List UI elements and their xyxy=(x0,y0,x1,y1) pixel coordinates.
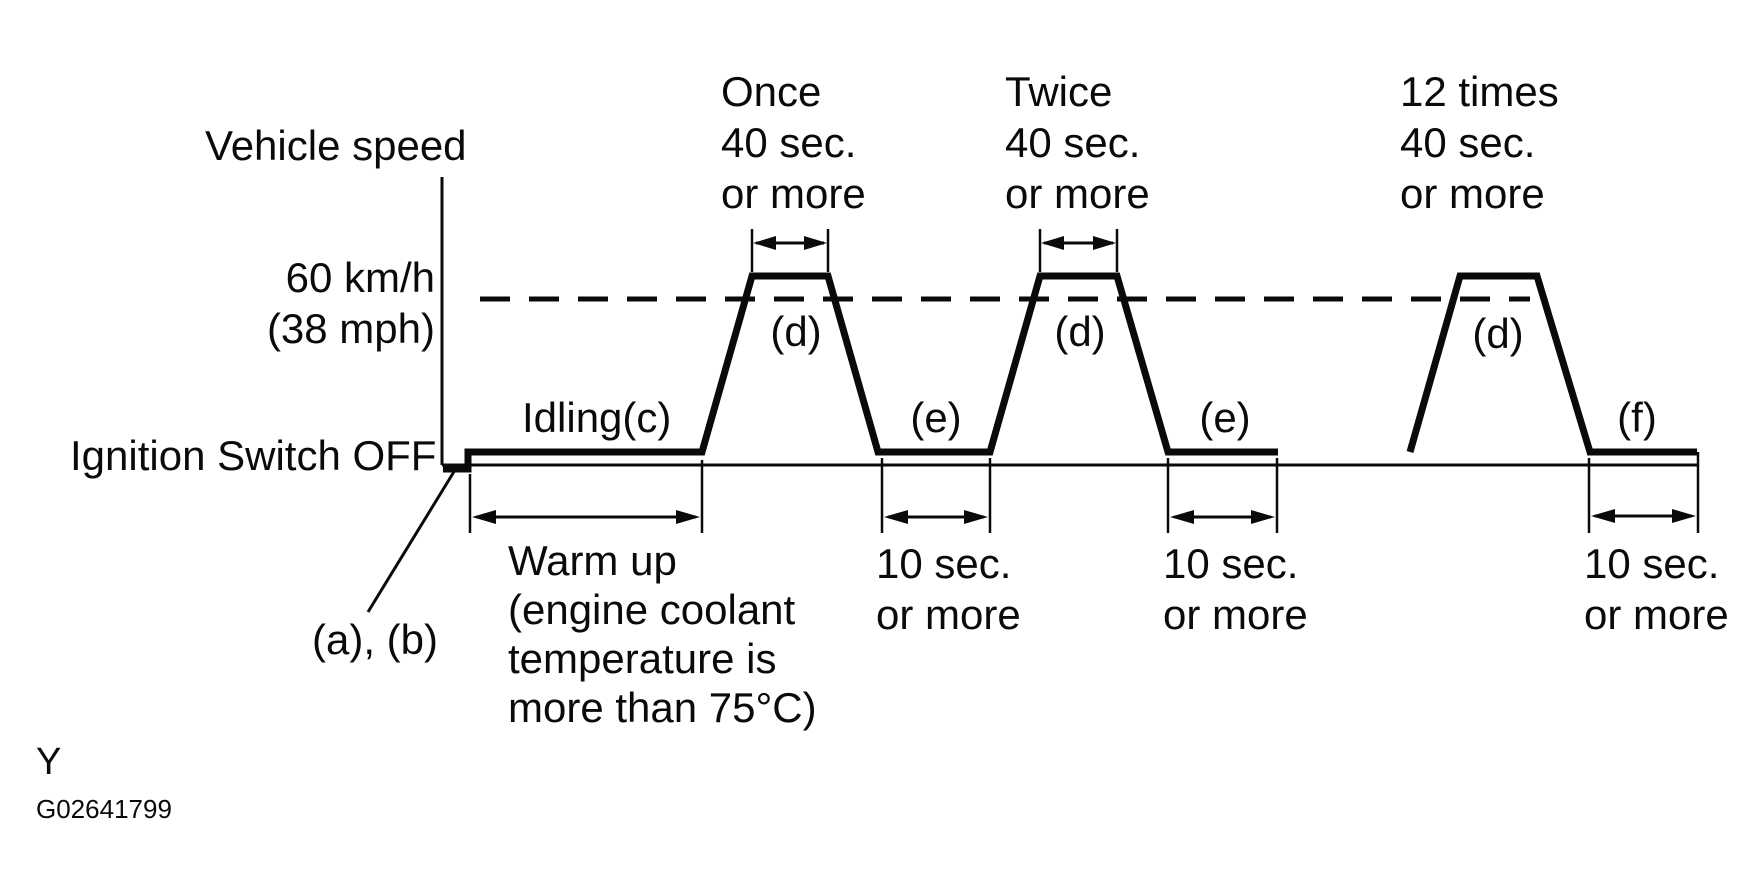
speed-trace-segment-1 xyxy=(443,272,1278,473)
rest1-duration-label: 10 sec. or more xyxy=(876,538,1021,640)
y-axis-title: Vehicle speed xyxy=(205,122,467,169)
origin-leader-line xyxy=(366,469,457,613)
warm-up-dimension xyxy=(468,460,704,533)
warm-up-line3: temperature is xyxy=(508,635,777,682)
speed-threshold-label: 60 km/h (38 mph) xyxy=(233,252,435,354)
rest1-zone-label: (e) xyxy=(910,394,962,441)
warm-up-note: Warm up (engine coolant temperature is m… xyxy=(508,536,817,732)
arrowhead-left xyxy=(884,510,908,524)
rest3-dimension xyxy=(1587,452,1700,533)
speed-threshold-kmh: 60 km/h xyxy=(285,254,435,301)
peak2-duration: 40 sec. xyxy=(1005,119,1141,166)
warm-up-line4: more than 75°C) xyxy=(508,684,817,731)
arrowhead-left xyxy=(753,236,776,250)
peak2-width-dimension xyxy=(1038,229,1119,272)
peak1-width-dimension xyxy=(750,229,830,272)
peak2-zone-label: (d) xyxy=(1054,308,1106,355)
rest1-dimension xyxy=(880,458,992,533)
page-marker: Y xyxy=(36,741,62,783)
peak2-or-more: or more xyxy=(1005,170,1150,217)
peak3-or-more: or more xyxy=(1400,170,1545,217)
rest3-duration-line2: or more xyxy=(1584,591,1729,638)
rest2-duration-label: 10 sec. or more xyxy=(1163,538,1308,640)
peak1-duration: 40 sec. xyxy=(721,119,857,166)
peak1-or-more: or more xyxy=(721,170,866,217)
peak2-count: Twice xyxy=(1005,68,1113,115)
peak2-repeat-label: Twice 40 sec. or more xyxy=(1005,66,1150,219)
rest3-duration-line1: 10 sec. xyxy=(1584,540,1720,587)
peak3-repeat-label: 12 times 40 sec. or more xyxy=(1400,66,1559,219)
rest2-zone-label: (e) xyxy=(1199,394,1251,441)
origin-steps-label: (a), (b) xyxy=(312,616,438,663)
speed-trace-segment-2 xyxy=(1406,272,1697,456)
peak3-duration: 40 sec. xyxy=(1400,119,1536,166)
arrowhead-left xyxy=(1170,510,1194,524)
peak3-zone-label: (d) xyxy=(1472,310,1524,357)
rest2-duration-line2: or more xyxy=(1163,591,1308,638)
idling-label: Idling(c) xyxy=(522,394,672,441)
arrowhead-right xyxy=(1251,510,1275,524)
rest3-zone-label: (f) xyxy=(1617,394,1657,441)
rest1-duration-line2: or more xyxy=(876,591,1021,638)
rest2-dimension xyxy=(1166,458,1279,533)
rest3-duration-label: 10 sec. or more xyxy=(1584,538,1729,640)
rest2-duration-line1: 10 sec. xyxy=(1163,540,1299,587)
arrowhead-right xyxy=(1672,509,1696,523)
arrowhead-left xyxy=(1041,236,1064,250)
warm-up-line2: (engine coolant xyxy=(508,586,796,633)
figure-id: G02641799 xyxy=(36,794,172,824)
arrowhead-right xyxy=(964,510,988,524)
warm-up-line1: Warm up xyxy=(508,537,677,584)
arrowhead-right xyxy=(676,510,700,524)
rest1-duration-line1: 10 sec. xyxy=(876,540,1012,587)
arrowhead-right xyxy=(804,236,827,250)
peak1-zone-label: (d) xyxy=(770,308,822,355)
arrowhead-left xyxy=(472,510,496,524)
ignition-switch-off-label: Ignition Switch OFF xyxy=(70,432,437,479)
speed-threshold-mph: (38 mph) xyxy=(266,305,435,352)
arrowhead-right xyxy=(1093,236,1116,250)
arrowhead-left xyxy=(1591,509,1615,523)
peak3-count: 12 times xyxy=(1400,68,1559,115)
peak1-repeat-label: Once 40 sec. or more xyxy=(721,66,866,219)
peak1-count: Once xyxy=(721,68,822,115)
